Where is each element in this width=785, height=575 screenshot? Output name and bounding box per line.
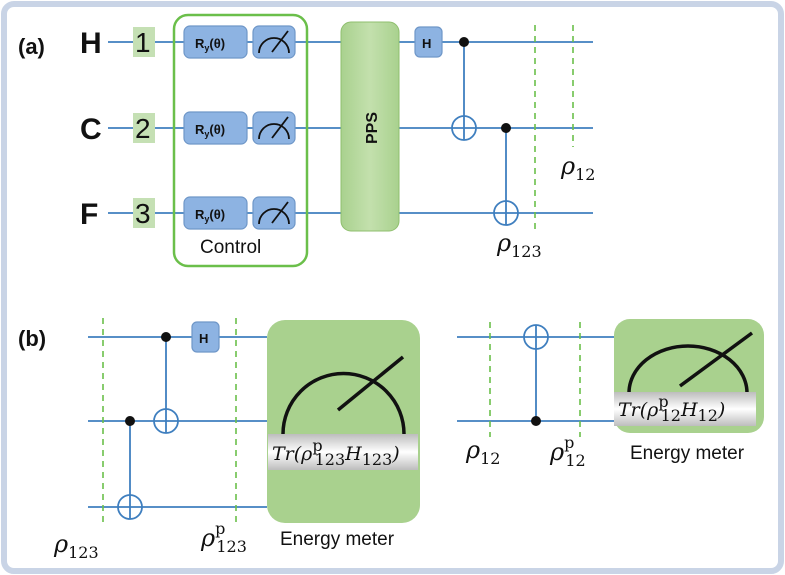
svg-text:Ry(θ): Ry(θ) xyxy=(195,36,225,53)
index-bg-2 xyxy=(133,113,155,143)
h-gate-b-label: H xyxy=(199,331,208,346)
energy-meter-left-arc xyxy=(281,371,406,435)
cnot-b2-control xyxy=(161,332,171,342)
measurement-meter-icon-1 xyxy=(252,25,296,59)
cnot-a1-control xyxy=(459,37,469,47)
svg-text:Ry(θ): Ry(θ) xyxy=(195,207,225,224)
index-bg-1 xyxy=(133,27,155,57)
trace-box-left xyxy=(268,434,418,470)
rho-123-label-a: ρ123 xyxy=(496,229,542,261)
qubit-label-f: F xyxy=(80,198,98,231)
trace-box-right xyxy=(614,392,756,426)
ry-gate-3: Ry(θ) xyxy=(183,196,248,230)
cnot-a2-target xyxy=(493,200,519,226)
pps-block xyxy=(340,21,400,232)
rho-123-label-b: ρ123 xyxy=(53,530,99,562)
h-gate-a xyxy=(414,26,443,58)
cnot-a1-target xyxy=(451,115,477,141)
energy-meter-left xyxy=(267,320,420,523)
energy-meter-left-label: Energy meter xyxy=(280,529,395,550)
qubit-index-1: 1 xyxy=(135,27,151,58)
cnot-a2-control xyxy=(501,123,511,133)
cnot-b3-control xyxy=(531,416,541,426)
control-label: Control xyxy=(200,237,261,258)
ry-gate-1: Ry(θ) xyxy=(183,25,248,59)
energy-meter-left-needle xyxy=(336,355,405,412)
rho-12-label-a: ρ12 xyxy=(560,152,595,184)
panel-a: (a) H C F 1 2 3 Ry(θ) Ry(θ) Ry(θ) xyxy=(18,13,595,268)
cnot-b1-target xyxy=(117,494,143,520)
svg-text:Ry(θ): Ry(θ) xyxy=(195,122,225,139)
index-bg-3 xyxy=(133,198,155,228)
rho-12-label-b: ρ12 xyxy=(465,436,500,468)
cnot-b2-target xyxy=(153,408,179,434)
energy-meter-right-label: Energy meter xyxy=(630,443,745,464)
panel-b-label: (b) xyxy=(18,326,46,351)
ry-gate-2: Ry(θ) xyxy=(183,111,248,145)
panel-a-label: (a) xyxy=(18,34,45,59)
energy-meter-right-arc xyxy=(627,344,749,394)
measurement-meter-icon-2 xyxy=(252,111,296,145)
h-gate-b xyxy=(191,321,220,353)
h-gate-a-label: H xyxy=(422,36,431,51)
cnot-b3-target xyxy=(523,324,549,350)
qubit-index-3: 3 xyxy=(135,198,151,229)
energy-meter-right-needle xyxy=(678,331,754,388)
qubit-label-h: H xyxy=(80,27,102,60)
cnot-b1-control xyxy=(125,416,135,426)
control-box xyxy=(172,13,309,268)
measurement-meter-icon-3 xyxy=(252,196,296,230)
qubit-label-c: C xyxy=(80,113,102,146)
qubit-index-2: 2 xyxy=(135,113,151,144)
pps-label: PPS xyxy=(364,112,381,144)
